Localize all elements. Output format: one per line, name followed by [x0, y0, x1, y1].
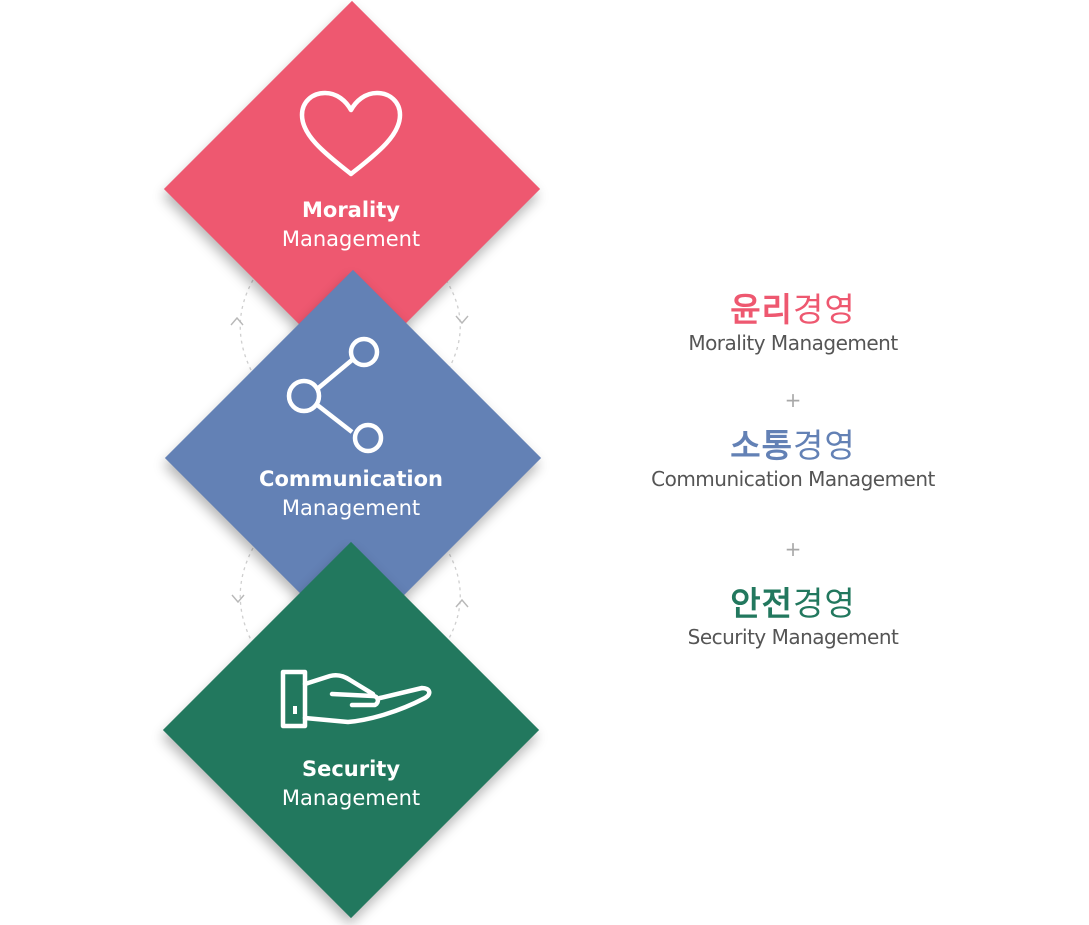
hand-icon	[280, 669, 432, 729]
chevron-down-icon	[231, 594, 245, 604]
connector-arc-top-left	[239, 279, 254, 373]
communication-title: Communication	[259, 467, 443, 491]
legend-eng-security: Security Management	[687, 625, 899, 649]
legend-item-communication: 소통경영 Communication Management	[613, 426, 973, 492]
chevron-up-icon	[455, 598, 469, 608]
morality-title: Morality	[302, 198, 400, 222]
legend-kor-security: 안전경영	[613, 584, 973, 624]
communication-subtitle: Management	[281, 496, 421, 520]
communication-label: Communication Management	[231, 465, 471, 523]
chevron-down-icon	[455, 315, 469, 325]
security-subtitle: Management	[281, 786, 421, 810]
legend-plus-separator: +	[784, 388, 802, 412]
connector-arc-top-right	[445, 279, 461, 373]
connector-arc-bottom-left	[239, 547, 254, 643]
share-icon	[286, 336, 384, 454]
security-title: Security	[301, 757, 401, 781]
morality-label: Morality Management	[231, 196, 471, 254]
legend-eng-morality: Morality Management	[688, 331, 898, 355]
legend-kor-rest: 경영	[793, 426, 856, 465]
security-label: Security Management	[231, 755, 471, 813]
legend-kor-rest: 경영	[793, 584, 856, 623]
chevron-up-icon	[230, 316, 244, 326]
legend-eng-communication: Communication Management	[651, 467, 935, 491]
legend-item-morality: 윤리경영 Morality Management	[613, 290, 973, 356]
morality-subtitle: Management	[281, 227, 421, 251]
legend-plus-separator: +	[784, 537, 802, 561]
legend-kor-bold: 소통	[730, 426, 793, 465]
legend-item-security: 안전경영 Security Management	[613, 584, 973, 650]
legend-kor-bold: 윤리	[730, 290, 793, 329]
legend-kor-morality: 윤리경영	[613, 290, 973, 330]
legend-kor-rest: 경영	[793, 290, 856, 329]
connector-arc-bottom-right	[445, 547, 461, 643]
legend-kor-bold: 안전	[730, 584, 793, 623]
legend-kor-communication: 소통경영	[613, 426, 973, 466]
heart-icon	[299, 90, 403, 177]
